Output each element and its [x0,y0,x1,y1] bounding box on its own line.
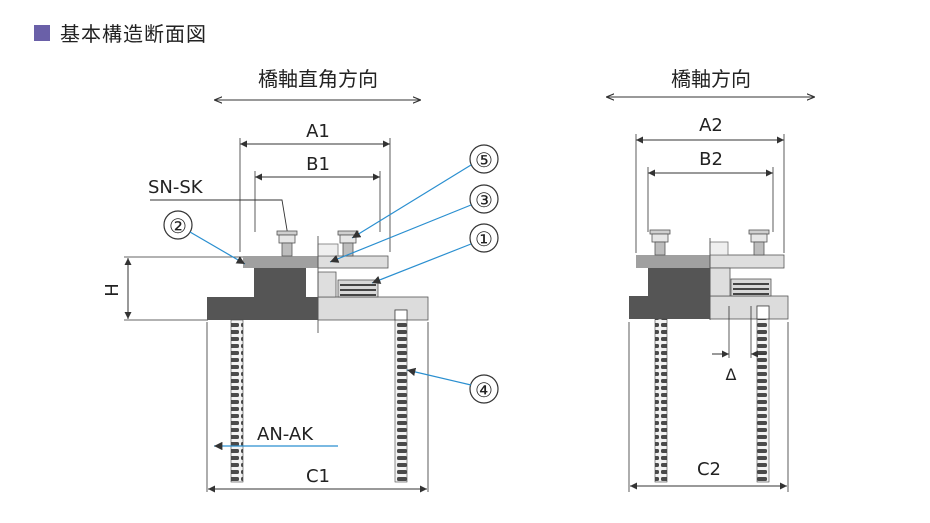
callout-4: ④ [406,367,499,404]
right-top-plate-light [709,254,785,269]
right-view: 橋軸方向 A2 B2 [607,67,814,492]
right-anchor-bar-1 [654,318,668,483]
left-anchor-bar-1 [230,319,244,483]
right-anchor-bar-2 [756,305,770,483]
svg-text:②: ② [169,214,187,238]
left-stopper-top [317,243,339,257]
right-dim-a: A2 [699,115,723,136]
right-top-plate [636,255,710,268]
left-base-plate-light [317,296,429,321]
right-base-plate [629,296,710,319]
left-dim-a: A1 [306,121,330,142]
callout-1: ① [371,223,499,284]
svg-text:④: ④ [475,378,493,402]
right-stopper [709,267,731,297]
right-bolt-1 [649,229,671,256]
left-dim-h: H [102,283,123,297]
callout-5: ⑤ [351,144,499,239]
left-dim-b: B1 [306,154,330,175]
left-bolt-1 [276,230,298,257]
left-stopper [317,271,337,298]
right-dim-delta: Δ [726,365,737,384]
page-title: 基本構造断面図 [60,22,207,46]
callout-2: ② [163,210,246,265]
right-rubber-block [648,268,710,296]
left-top-plate-light [317,255,389,269]
section-title: 基本構造断面図 [34,18,207,47]
left-rubber-block [254,268,306,297]
sn-leader [150,199,289,237]
left-anchor-bar-2 [394,309,408,483]
left-dim-c: C1 [306,466,330,487]
left-view-heading: 橋軸直角方向 [258,67,378,91]
left-base-plate [207,297,318,320]
svg-text:③: ③ [475,188,493,212]
left-label-sn: SN-SK [148,177,204,198]
right-dim-c: C2 [697,459,721,480]
title-square-icon [34,24,50,41]
right-dim-b: B2 [699,149,723,170]
left-bolt-2 [337,230,359,257]
left-label-an: AN-AK [257,424,314,445]
right-base-plate-light [709,295,789,320]
left-view: 橋軸直角方向 A1 B1 SN-SK H [102,67,499,493]
callout-3: ③ [329,184,499,263]
svg-text:⑤: ⑤ [475,148,493,172]
svg-text:①: ① [475,227,493,251]
right-view-heading: 橋軸方向 [671,67,751,91]
right-bolt-2 [748,229,770,256]
left-top-plate [243,256,318,268]
